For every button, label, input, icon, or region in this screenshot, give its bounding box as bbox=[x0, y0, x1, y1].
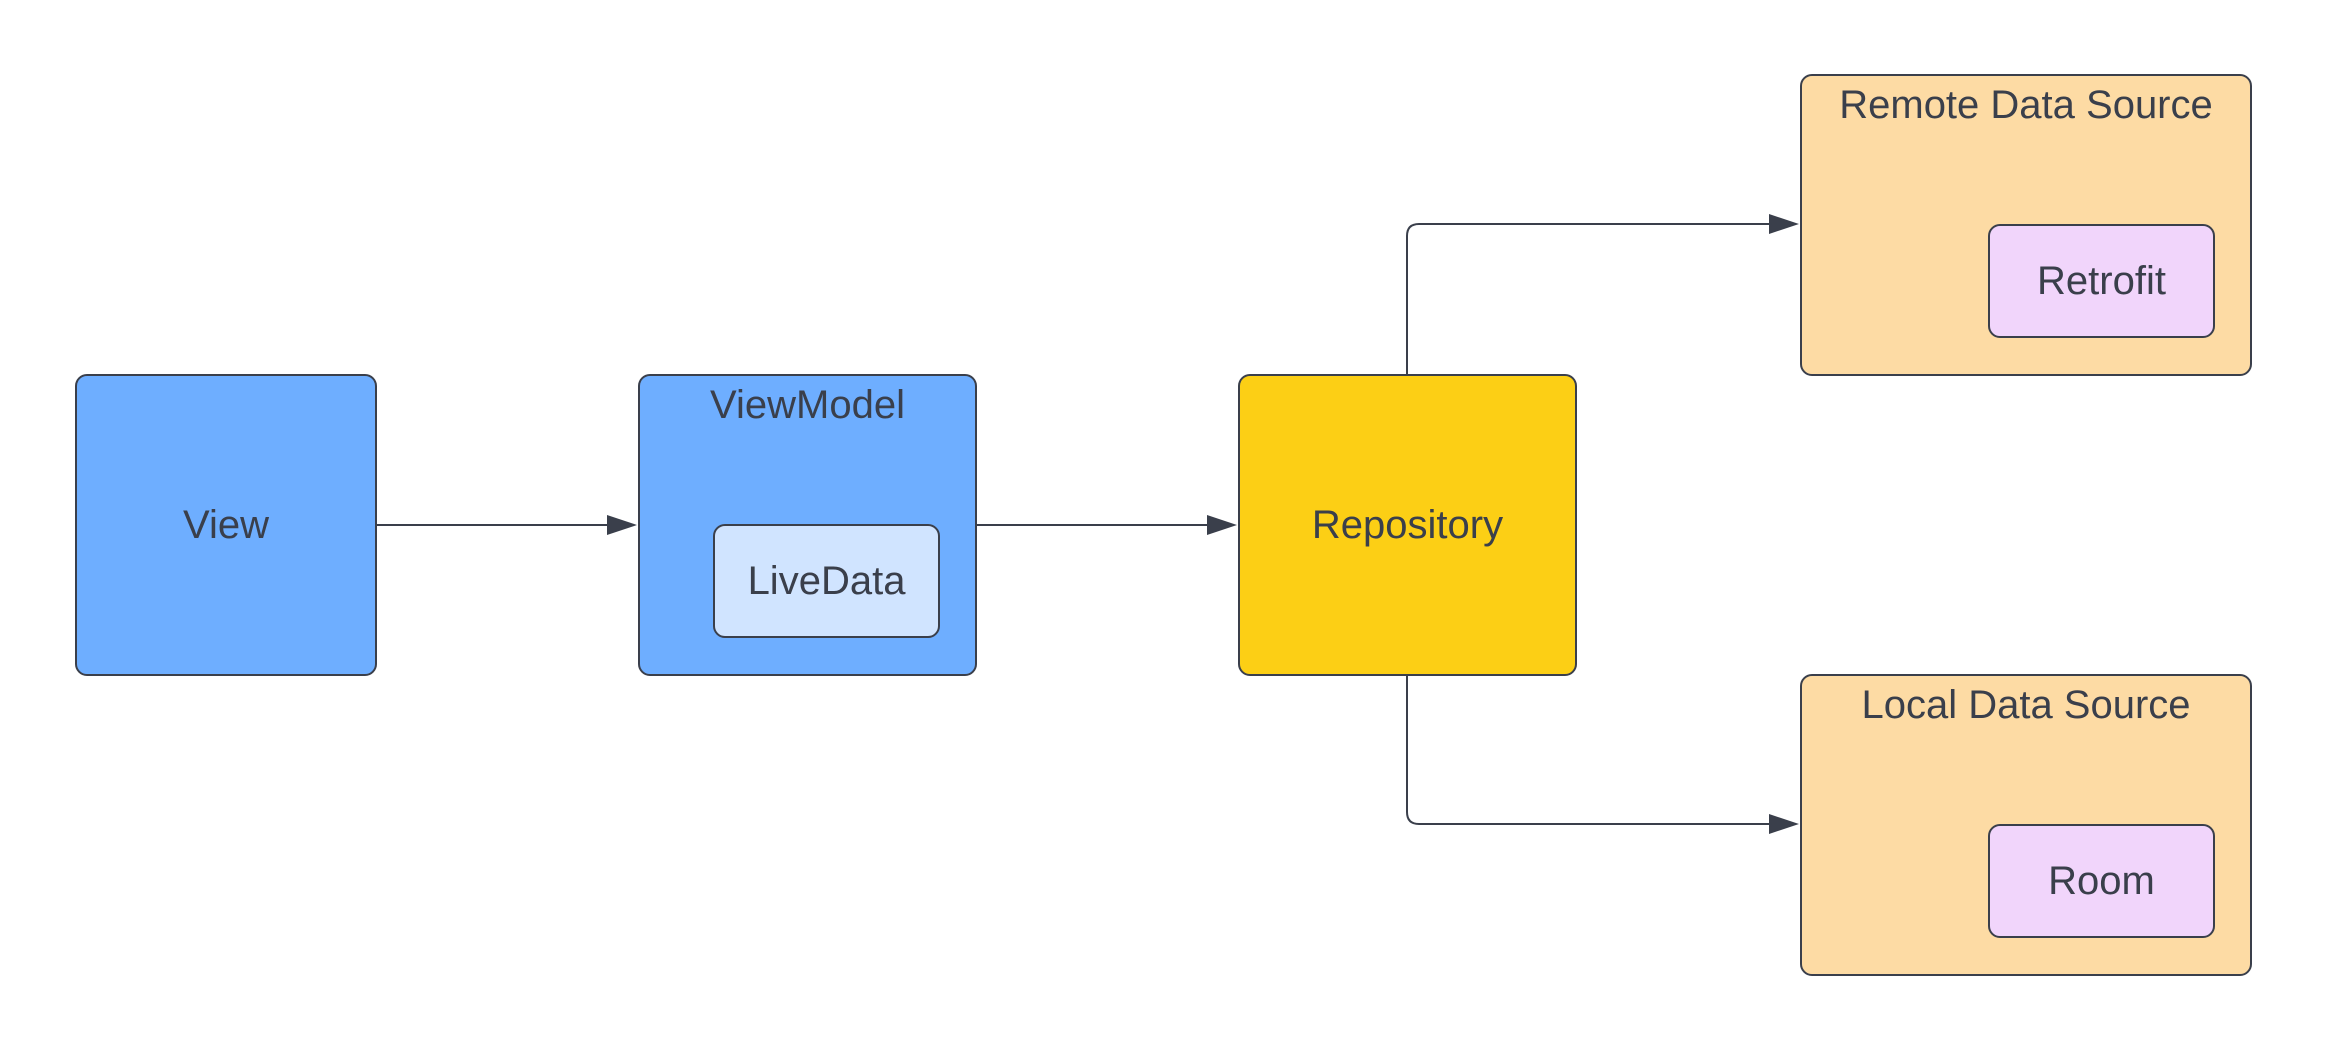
retrofit-node: Retrofit bbox=[1988, 224, 2215, 338]
repository-label: Repository bbox=[1311, 503, 1504, 547]
edge-repository-to-remote bbox=[1406, 223, 1769, 374]
livedata-node: LiveData bbox=[713, 524, 940, 638]
livedata-label: LiveData bbox=[747, 559, 906, 603]
retrofit-label: Retrofit bbox=[2037, 259, 2166, 303]
arrowhead-repository-to-remote bbox=[1769, 214, 1799, 234]
arrowhead-view-to-viewmodel bbox=[607, 515, 637, 535]
room-label: Room bbox=[2048, 859, 2155, 903]
view-label: View bbox=[183, 503, 269, 547]
room-node: Room bbox=[1988, 824, 2215, 938]
arrowhead-viewmodel-to-repository bbox=[1207, 515, 1237, 535]
remote-data-source-label: Remote Data Source bbox=[1839, 83, 2213, 127]
view-node: View bbox=[75, 374, 377, 676]
arrowhead-repository-to-local bbox=[1769, 814, 1799, 834]
local-data-source-label: Local Data Source bbox=[1861, 683, 2191, 727]
edge-repository-to-local bbox=[1406, 676, 1769, 825]
edges bbox=[377, 214, 1799, 834]
viewmodel-label: ViewModel bbox=[710, 383, 905, 427]
repository-node: Repository bbox=[1238, 374, 1577, 676]
